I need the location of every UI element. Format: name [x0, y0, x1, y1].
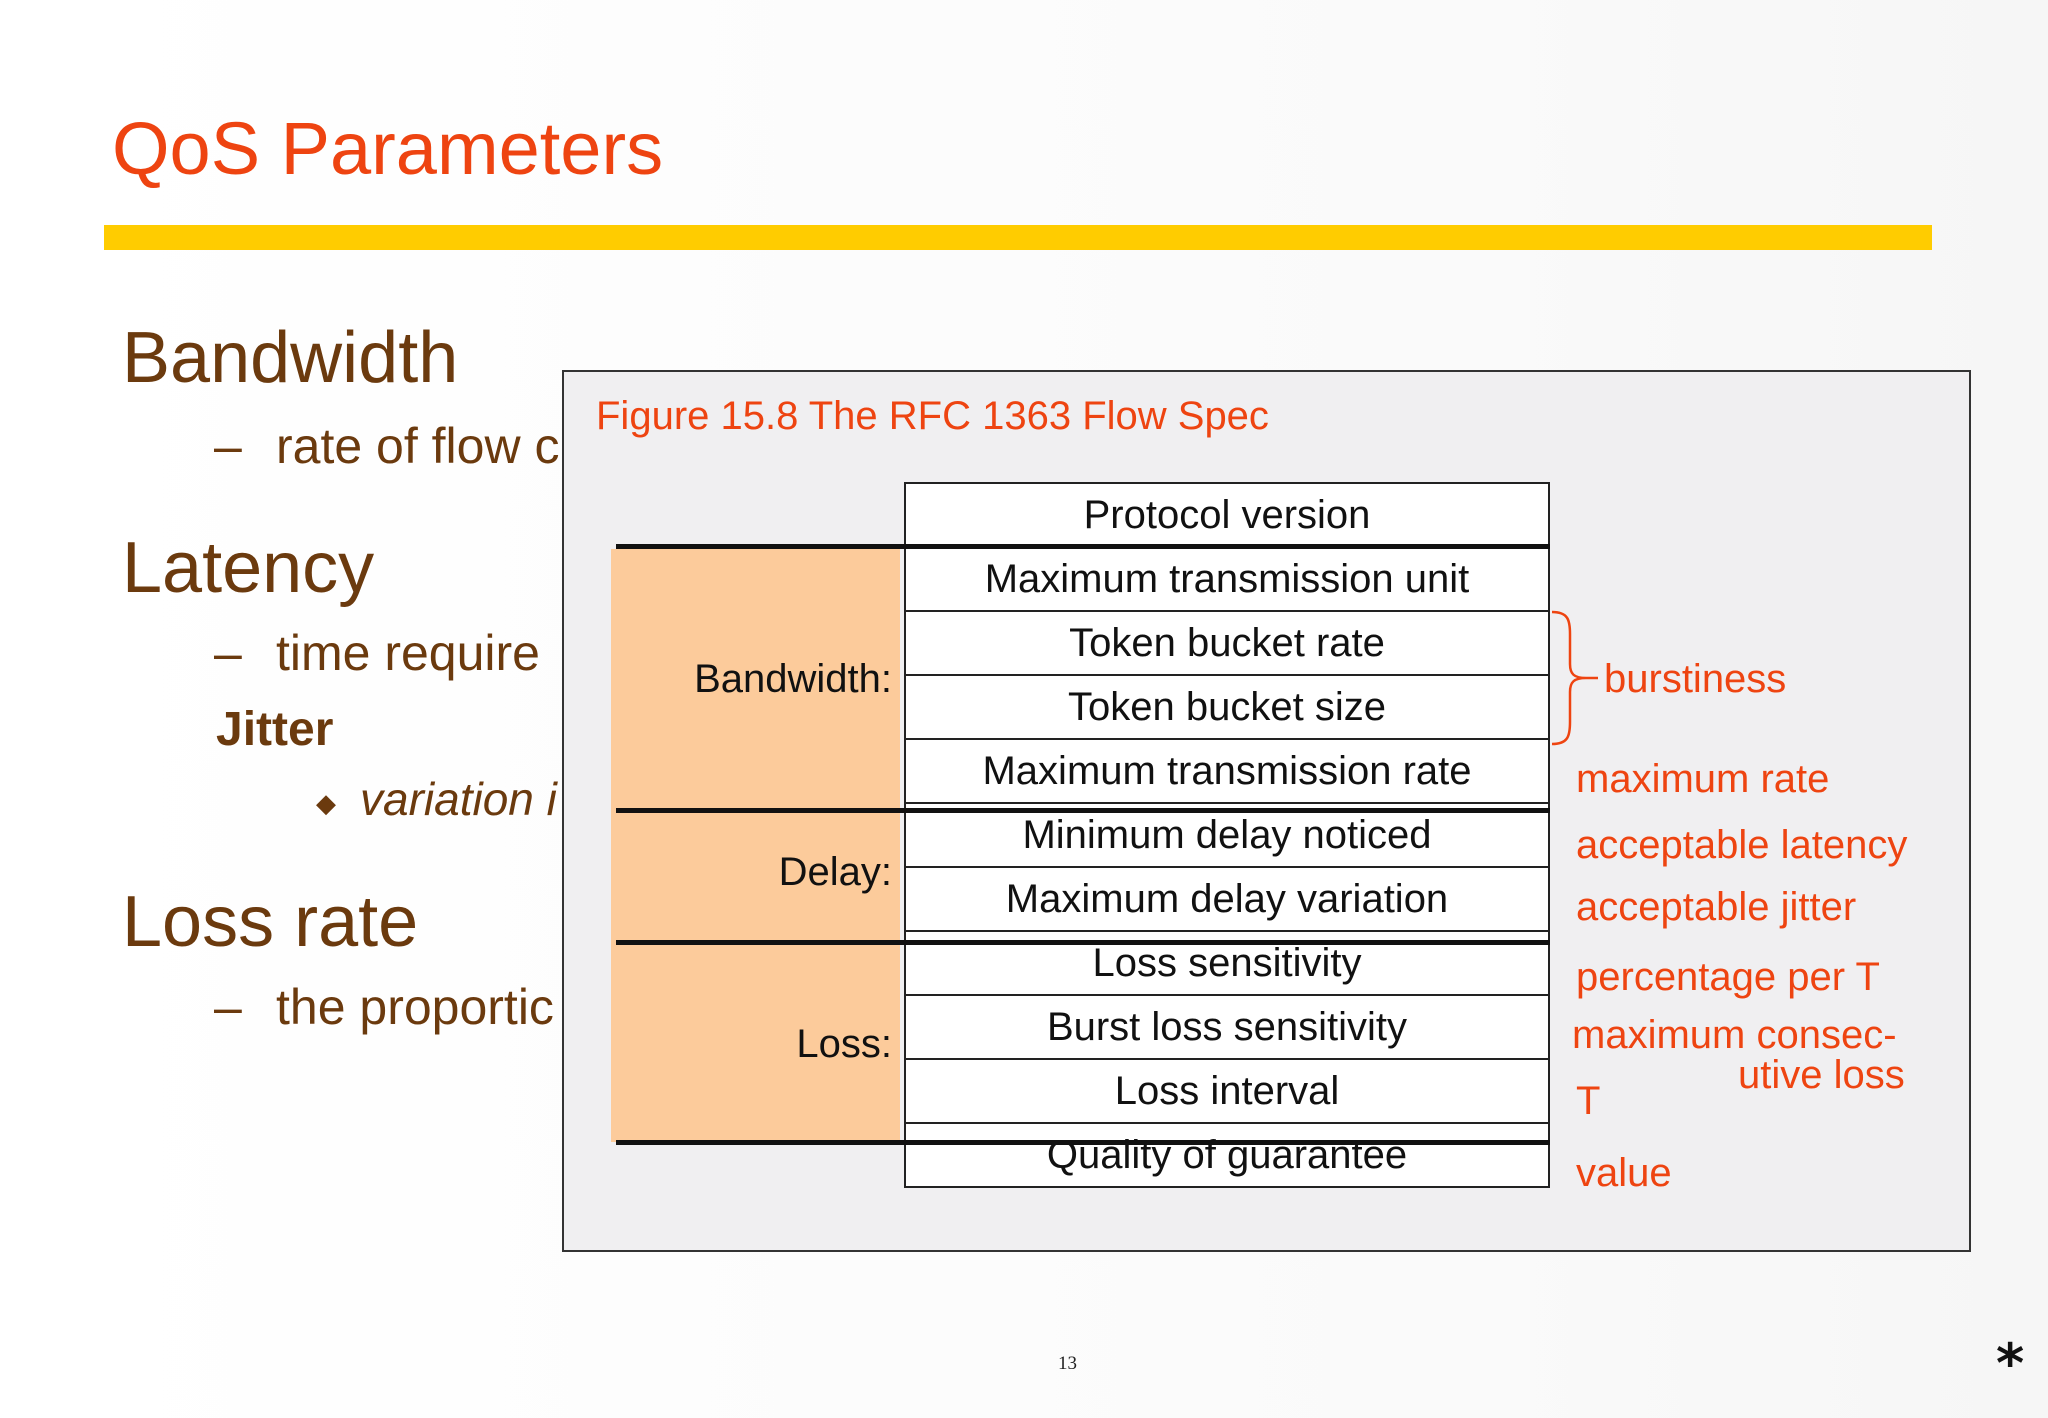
slide-title: QoS Parameters	[112, 107, 664, 190]
group-label-bandwidth: Bandwidth:	[694, 657, 892, 701]
table-cell: Maximum transmission unit	[904, 546, 1550, 612]
bullet-jitter-sub: ◆ variation i	[316, 772, 557, 830]
note-max-consecutive-1: maximum consec-	[1572, 1013, 1897, 1057]
asterisk-mark: *	[1996, 1332, 2025, 1395]
bullet-latency: Latency	[122, 528, 375, 608]
table-row: Maximum delay variation	[904, 866, 1550, 932]
dash-glyph: –	[214, 418, 242, 474]
bullet-bandwidth-sub: –rate of flow c	[214, 417, 559, 475]
diamond-bullet-icon: ◆	[316, 787, 336, 818]
flow-spec-figure: Figure 15.8 The RFC 1363 Flow Spec Bandw…	[562, 370, 1971, 1252]
flow-spec-table: Protocol version Maximum transmission un…	[904, 482, 1550, 1188]
table-row: Maximum transmission unit	[904, 546, 1550, 612]
table-cell: Burst loss sensitivity	[904, 994, 1550, 1060]
table-cell: Protocol version	[904, 482, 1550, 548]
table-cell: Maximum transmission rate	[904, 738, 1550, 804]
group-separator-line	[616, 1140, 1550, 1145]
bullet-loss-rate: Loss rate	[122, 882, 419, 962]
bullet-loss-rate-sub: –the proportic	[214, 978, 554, 1036]
group-shading	[611, 549, 900, 1142]
note-value: value	[1576, 1151, 1672, 1195]
table-row: Burst loss sensitivity	[904, 994, 1550, 1060]
group-label-delay: Delay:	[778, 850, 892, 894]
figure-caption: Figure 15.8 The RFC 1363 Flow Spec	[596, 394, 1269, 438]
group-separator-line	[616, 940, 1550, 945]
note-acceptable-jitter: acceptable jitter	[1576, 885, 1857, 929]
table-row: Protocol version	[904, 482, 1550, 548]
bullet-loss-rate-sub-text: the proportic	[276, 979, 554, 1035]
bullet-jitter-sub-text: variation i	[360, 773, 557, 825]
table-row: Quality of guarantee	[904, 1122, 1550, 1188]
table-cell: Token bucket size	[904, 674, 1550, 740]
note-burstiness: burstiness	[1604, 657, 1787, 701]
curly-brace-icon	[1551, 610, 1598, 746]
bullet-jitter: Jitter	[216, 703, 334, 756]
table-cell: Loss interval	[904, 1058, 1550, 1124]
group-separator-line	[616, 808, 1550, 813]
note-acceptable-latency: acceptable latency	[1576, 823, 1908, 867]
table-row: Loss interval	[904, 1058, 1550, 1124]
note-maximum-rate: maximum rate	[1576, 757, 1830, 801]
bullet-latency-sub-text: time require	[276, 625, 540, 681]
dash-glyph: –	[214, 979, 242, 1035]
title-underline-bar	[104, 225, 1932, 250]
group-label-loss: Loss:	[796, 1022, 892, 1066]
table-row: Token bucket size	[904, 674, 1550, 740]
table-row: Minimum delay noticed	[904, 802, 1550, 868]
bullet-bandwidth-sub-text: rate of flow c	[276, 418, 560, 474]
dash-glyph: –	[214, 625, 242, 681]
page-number: 13	[1058, 1353, 1077, 1374]
table-row: Token bucket rate	[904, 610, 1550, 676]
bullet-bandwidth: Bandwidth	[122, 318, 459, 398]
table-row: Maximum transmission rate	[904, 738, 1550, 804]
group-separator-line	[616, 544, 1550, 549]
note-max-consecutive-2: utive loss	[1738, 1053, 1905, 1097]
bullet-latency-sub: –time require	[214, 624, 540, 682]
table-cell: Maximum delay variation	[904, 866, 1550, 932]
table-cell: Quality of guarantee	[904, 1122, 1550, 1188]
note-percentage-per-t: percentage per T	[1576, 955, 1880, 999]
table-cell: Minimum delay noticed	[904, 802, 1550, 868]
table-cell: Token bucket rate	[904, 610, 1550, 676]
note-t: T	[1576, 1079, 1601, 1123]
